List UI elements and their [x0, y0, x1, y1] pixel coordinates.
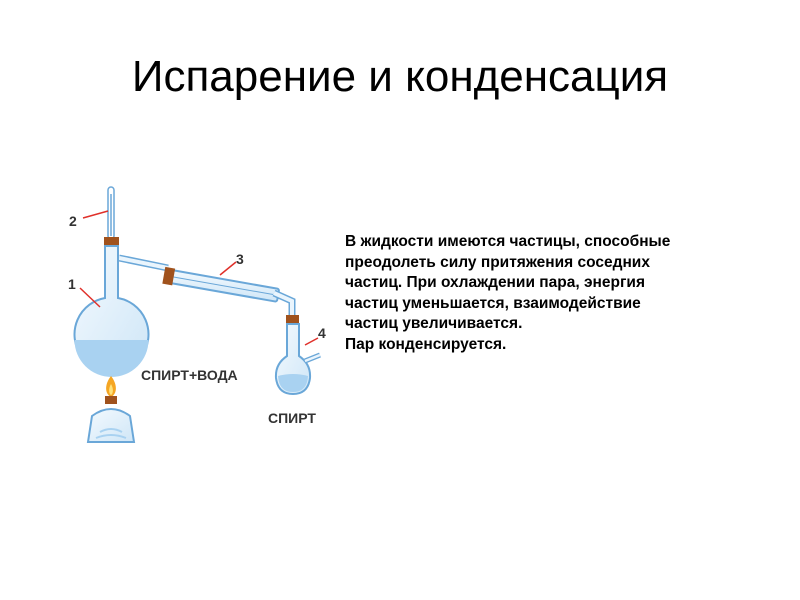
distillation-flask	[73, 245, 150, 377]
distillation-apparatus-diagram: 1 2 3 4 СПИРТ+ВОДА СПИРТ	[68, 186, 326, 443]
description-line-4: частиц уменьшается, взаимодействие	[345, 294, 641, 312]
description-line-6: Пар конденсируется.	[345, 335, 507, 353]
callout-lines	[79, 210, 319, 346]
spirit-burner	[86, 396, 136, 443]
description-line-1: В жидкости имеются частицы, способные	[345, 233, 671, 250]
callout-4: 4	[318, 325, 326, 341]
connecting-tube	[118, 254, 169, 272]
callout-1: 1	[68, 276, 76, 292]
callout-3: 3	[236, 251, 244, 267]
receiving-flask	[274, 323, 321, 396]
thermometer	[107, 186, 115, 240]
receiver-stopper	[286, 315, 299, 324]
slide-title: Испарение и конденсация	[131, 52, 669, 101]
description-text: В жидкости имеются частицы, способные пр…	[345, 232, 785, 356]
description-line-3: частиц. При охлаждении пара, энергия	[345, 274, 646, 292]
receiver-liquid	[278, 374, 308, 392]
description-line-2: преодолеть силу притяжения соседних	[345, 253, 650, 271]
description-line-5: частиц увеличивается.	[345, 315, 523, 333]
flask-stopper	[104, 237, 119, 246]
callout-2: 2	[69, 213, 77, 229]
product-label: СПИРТ	[268, 410, 316, 426]
mixture-label: СПИРТ+ВОДА	[141, 367, 238, 383]
flame-icon	[106, 376, 116, 397]
condenser	[162, 266, 296, 317]
